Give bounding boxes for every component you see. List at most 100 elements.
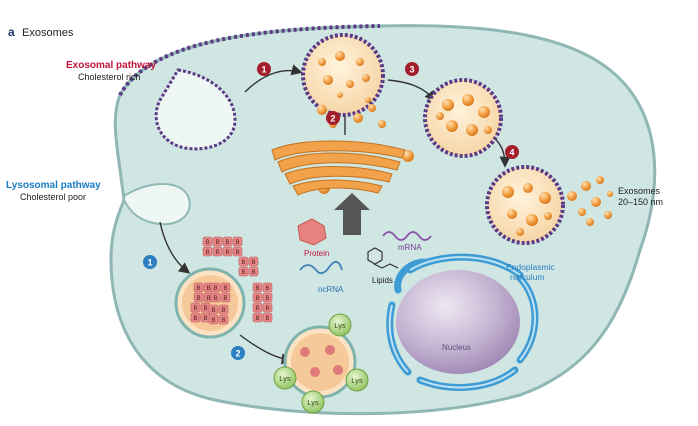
- ncrna-label: ncRNA: [318, 285, 344, 294]
- cargo-b-label: B: [221, 317, 225, 324]
- cargo-b-label: B: [203, 305, 207, 312]
- cargo-b-box: [252, 312, 263, 323]
- cargo-b-box: [208, 304, 219, 315]
- ncrna-icon: [299, 260, 343, 275]
- cargo-b-label: B: [205, 249, 209, 256]
- cargo-b-label: B: [206, 295, 210, 302]
- step-badge-red-2: 2: [326, 111, 340, 125]
- cargo-b-label: B: [203, 315, 207, 322]
- lysosome-label: Lys: [351, 376, 363, 385]
- protein-label: Protein: [304, 249, 329, 258]
- cargo-b-label: B: [265, 305, 269, 312]
- cargo-b-label: B: [206, 285, 210, 292]
- cargo-b-label: B: [211, 307, 215, 314]
- lipids-label: Lipids: [372, 276, 393, 285]
- mvb-step-4: [485, 165, 565, 245]
- cargo-b-label: B: [215, 249, 219, 256]
- cargo-b-label: B: [255, 315, 259, 322]
- cargo-b-box: [232, 236, 243, 247]
- svg-text:3: 3: [409, 65, 414, 75]
- released-exosomes: [567, 176, 613, 226]
- cargo-b-box: [232, 246, 243, 257]
- cargo-b-label: B: [196, 295, 200, 302]
- panel-letter: a: [8, 25, 15, 39]
- mvb-step-3: [423, 78, 503, 158]
- exosomes-label: Exosomes: [618, 186, 661, 196]
- lysosomal-subtitle: Cholesterol poor: [20, 192, 86, 202]
- exosomal-invagination: [154, 68, 237, 151]
- step-badge-blue-1: 1: [143, 255, 157, 269]
- cargo-b-box: [190, 312, 201, 323]
- cargo-b-label: B: [215, 239, 219, 246]
- cargo-b-label: B: [241, 259, 245, 266]
- lysosome: [273, 366, 297, 390]
- mrna-label: mRNA: [398, 243, 422, 252]
- cargo-b-label: B: [255, 295, 259, 302]
- cargo-b-box: [193, 282, 204, 293]
- cargo-b-label: B: [265, 315, 269, 322]
- cargo-b-box: [252, 302, 263, 313]
- cargo-b-box: [193, 292, 204, 303]
- lysosome-label: Lys: [334, 321, 346, 330]
- cargo-b-box: [262, 312, 273, 323]
- cargo-b-label: B: [205, 239, 209, 246]
- cargo-b-box: [238, 266, 249, 277]
- cargo-b-label: B: [193, 305, 197, 312]
- lysosome-label: Lys: [279, 374, 291, 383]
- cargo-b-label: B: [221, 307, 225, 314]
- cargo-b-label: B: [213, 295, 217, 302]
- lysosome: [328, 313, 352, 337]
- cargo-b-label: B: [255, 305, 259, 312]
- cargo-b-label: B: [265, 295, 269, 302]
- cargo-b-label: B: [213, 285, 217, 292]
- svg-text:2: 2: [330, 114, 335, 124]
- exosomal-title: Exosomal pathway: [66, 60, 156, 71]
- cargo-b-label: B: [251, 259, 255, 266]
- cargo-b-box: [248, 266, 259, 277]
- cargo-b-box: [218, 304, 229, 315]
- cargo-b-label: B: [225, 249, 229, 256]
- er-label-line1: Endoplasmic: [506, 262, 555, 272]
- cargo-b-label: B: [265, 285, 269, 292]
- step-badge-red-3: 3: [405, 62, 419, 76]
- cargo-b-box: [248, 256, 259, 267]
- cargo-b-box: [190, 302, 201, 313]
- protein-icon: [297, 218, 327, 246]
- cargo-b-box: [202, 236, 213, 247]
- panel-title: Exosomes: [22, 27, 74, 39]
- cargo-b-label: B: [235, 249, 239, 256]
- mrna-icon: [382, 231, 432, 241]
- cargo-b-label: B: [241, 269, 245, 276]
- cargo-b-label: B: [193, 315, 197, 322]
- cargo-b-label: B: [211, 317, 215, 324]
- nucleus: [396, 270, 520, 374]
- lysosomal-invagination: [123, 183, 191, 226]
- step-badge-red-1: 1: [257, 62, 271, 76]
- cargo-b-box: [262, 302, 273, 313]
- cargo-b-box: [220, 282, 231, 293]
- svg-text:2: 2: [235, 349, 240, 359]
- cargo-b-box: [212, 246, 223, 257]
- cargo-b-box: [210, 282, 221, 293]
- lysosome-fusion: [283, 325, 357, 399]
- cargo-b-box: [212, 236, 223, 247]
- cargo-b-label: B: [251, 269, 255, 276]
- step-badge-blue-2: 2: [231, 346, 245, 360]
- step-badge-red-4: 4: [505, 145, 519, 159]
- cargo-b-box: [262, 292, 273, 303]
- cargo-b-label: B: [235, 239, 239, 246]
- lysosome-label: Lys: [307, 398, 319, 407]
- cargo-b-box: [220, 292, 231, 303]
- svg-text:4: 4: [509, 148, 514, 158]
- cargo-b-box: [252, 282, 263, 293]
- cell-membrane-dashed: [118, 24, 381, 96]
- golgi-apparatus: [271, 140, 406, 196]
- lysosome: [345, 368, 369, 392]
- cargo-b-box: [262, 282, 273, 293]
- cargo-b-box: [210, 292, 221, 303]
- cargo-b-box: [238, 256, 249, 267]
